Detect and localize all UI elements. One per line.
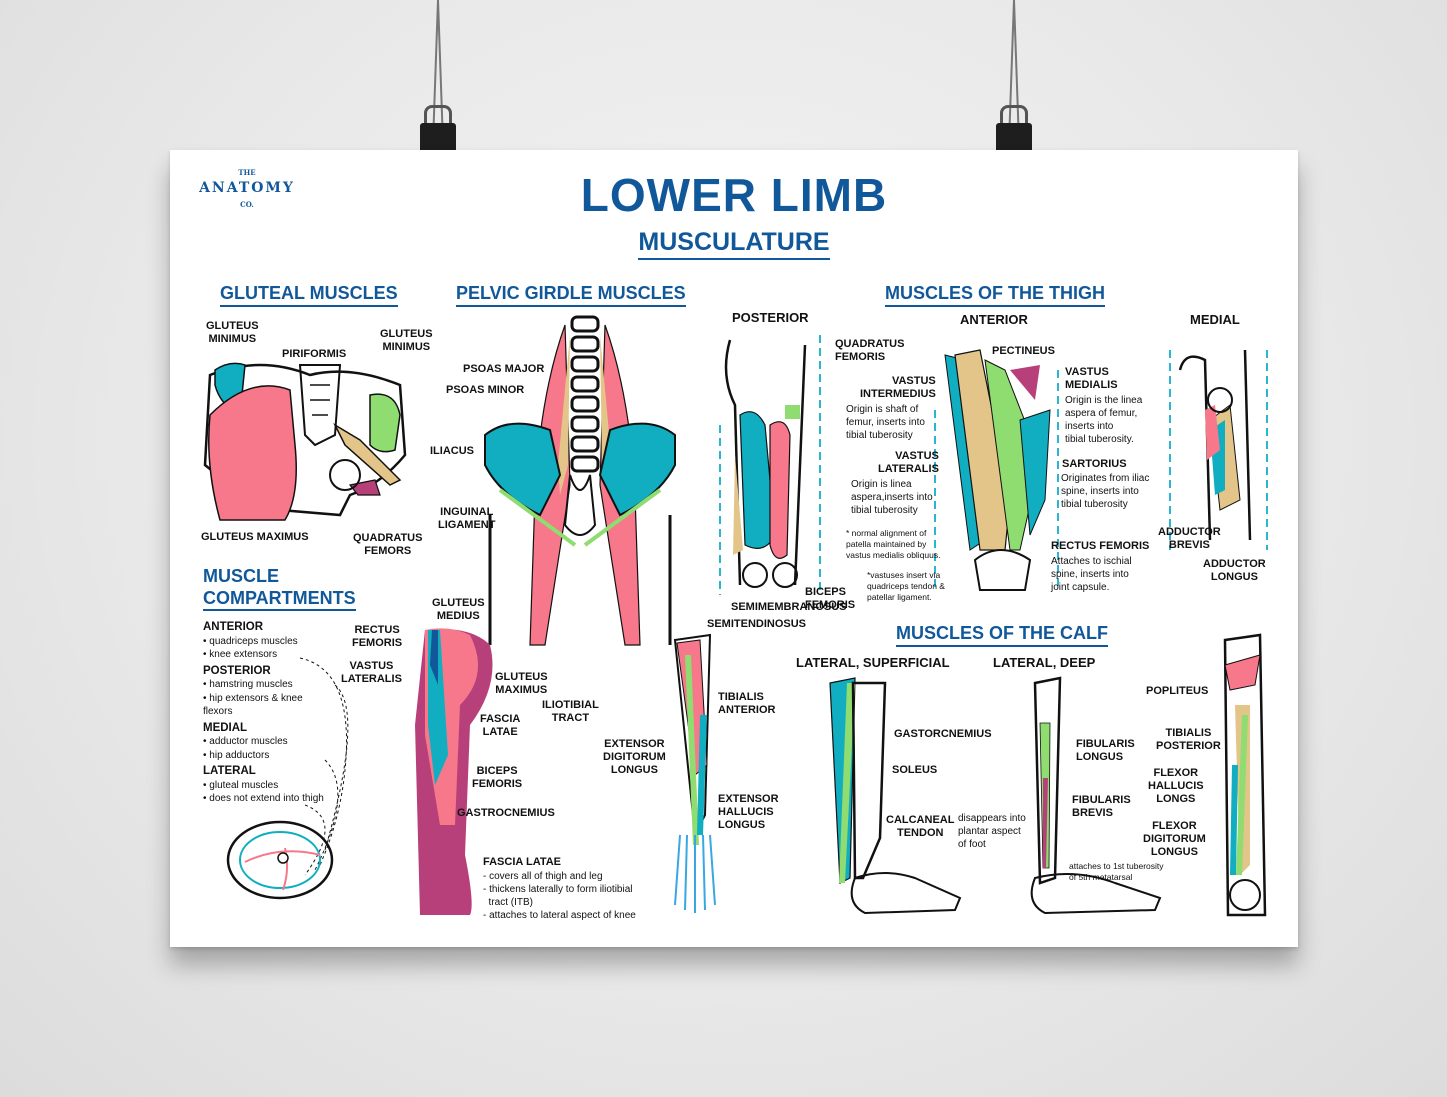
logo-bottom-text: CO. xyxy=(240,200,254,209)
poster: THE ANATOMY CO. LOWER LIMB MUSCULATURE G… xyxy=(170,150,1298,947)
label-biceps-femoris-lat: BICEPS FEMORIS xyxy=(472,765,523,790)
label-quadratus-femoris: QUADRATUS FEMORIS xyxy=(835,338,905,363)
label-fascia-latae: FASCIA LATAE xyxy=(480,713,521,738)
calf-deep-diagram xyxy=(1030,676,1162,915)
note-vastus-medialis: Origin is the linea aspera of femur, ins… xyxy=(1065,395,1143,445)
poster-title: LOWER LIMB xyxy=(580,169,888,221)
label-flexor-hallucis-longs: FLEXOR HALLUCIS LONGS xyxy=(1148,767,1204,805)
thigh-view-posterior: POSTERIOR xyxy=(732,310,809,325)
label-vastus-intermedius: VASTUS INTERMEDIUS xyxy=(860,375,936,400)
compartment-item: • does not extend into thigh xyxy=(203,793,324,804)
note-vastus-lateralis: Origin is linea aspera,inserts into tibi… xyxy=(851,479,933,516)
thigh-posterior-diagram xyxy=(719,335,821,595)
label-fibularis-longus: FIBULARIS LONGUS xyxy=(1076,738,1135,763)
label-vastus-medialis: VASTUS MEDIALIS xyxy=(1065,366,1118,391)
label-extensor-hallucis-longus: EXTENSOR HALLUCIS LONGUS xyxy=(718,793,779,831)
pelvic-heading: PELVIC GIRDLE MUSCLES xyxy=(456,283,686,307)
anatomy-co-logo: THE ANATOMY CO. xyxy=(192,168,302,218)
compartment-item: flexors xyxy=(203,706,233,717)
compartment-item: • hip extensors & knee xyxy=(203,692,303,704)
compartment-item: • knee extensors xyxy=(203,649,278,660)
label-gluteus-minimus-right: GLUTEUS MINIMUS xyxy=(380,328,433,353)
compartment-posterior: POSTERIOR xyxy=(203,664,271,677)
label-gastrocnemius-lat: GASTROCNEMIUS xyxy=(457,807,555,819)
label-piriformis: PIRIFORMIS xyxy=(282,348,347,360)
label-semimembranosus: SEMIMEMBRANOSUS xyxy=(731,601,847,613)
note-vastuses-insert: *vastuses insert via quadriceps tendon &… xyxy=(867,570,945,602)
compartment-lateral: LATERAL xyxy=(203,765,256,777)
label-psoas-major: PSOAS MAJOR xyxy=(463,363,545,375)
thigh-anterior-diagram xyxy=(934,349,1059,591)
label-tibialis-posterior: TIBIALIS POSTERIOR xyxy=(1156,727,1221,752)
calf-posterior-diagram xyxy=(1223,633,1267,917)
compartment-cross-section xyxy=(226,657,349,900)
compartment-anterior: ANTERIOR xyxy=(203,621,264,633)
logo-top-text: THE xyxy=(238,168,256,177)
compartments-heading: MUSCLE COMPARTMENTS xyxy=(203,565,356,611)
label-calcaneal-tendon: CALCANEAL TENDON xyxy=(886,814,955,839)
fascia-latae-heading: FASCIA LATAE xyxy=(483,856,562,868)
thigh-view-anterior: ANTERIOR xyxy=(960,312,1028,327)
gluteal-heading: GLUTEAL MUSCLES xyxy=(220,283,398,307)
compartment-item: • gluteal muscles xyxy=(203,779,279,791)
label-adductor-brevis: ADDUCTOR BREVIS xyxy=(1158,526,1221,551)
label-tibialis-anterior: TIBIALIS ANTERIOR xyxy=(718,691,776,716)
thigh-medial-diagram xyxy=(1169,349,1268,550)
note-plantar-aspect: disappears into plantar aspect of foot xyxy=(958,813,1026,850)
label-gluteus-maximus-lat: GLUTEUS MAXIMUS xyxy=(495,671,548,696)
label-pectineus: PECTINEUS xyxy=(992,345,1055,357)
compartment-item: • quadriceps muscles xyxy=(203,635,298,647)
thigh-heading: MUSCLES OF THE THIGH xyxy=(885,283,1105,307)
compartment-item: • adductor muscles xyxy=(203,736,288,747)
label-sartorius: SARTORIUS xyxy=(1062,458,1127,470)
label-iliacus: ILIACUS xyxy=(430,445,474,457)
label-rectus-femoris-ant: RECTUS FEMORIS xyxy=(1051,540,1150,552)
gluteal-diagram xyxy=(203,362,407,521)
label-iliotibial-tract: ILIOTIBIAL TRACT xyxy=(542,699,599,724)
note-tuberosity: attaches to 1st tuberosity of 5th metata… xyxy=(1069,861,1164,882)
anterior-leg-diagram xyxy=(673,633,716,913)
compartments-list: ANTERIOR • quadriceps muscles • knee ext… xyxy=(203,618,353,806)
label-quadratus-femors: QUADRATUS FEMORS xyxy=(353,532,423,557)
label-fibularis-brevis: FIBULARIS BREVIS xyxy=(1072,794,1131,819)
label-biceps-femoris-post: BICEPS FEMORIS xyxy=(805,586,856,611)
compartments-heading-line1: MUSCLE xyxy=(203,566,279,586)
compartments-heading-line2: COMPARTMENTS xyxy=(203,587,356,611)
poster-subtitle-text: MUSCULATURE xyxy=(638,228,830,260)
label-vastus-lateralis-lat: VASTUS LATERALIS xyxy=(341,660,402,685)
calf-heading: MUSCLES OF THE CALF xyxy=(896,623,1108,647)
label-flexor-digitorum-longus: FLEXOR DIGITORUM LONGUS xyxy=(1143,820,1206,858)
note-patella-alignment: * normal alignment of patella maintained… xyxy=(846,528,941,560)
label-soleus: SOLEUS xyxy=(892,764,938,776)
label-gastorcnemius: GASTORCNEMIUS xyxy=(894,728,992,740)
lateral-leg-diagram xyxy=(415,628,493,915)
label-gluteus-minimus-left: GLUTEUS MINIMUS xyxy=(206,320,259,345)
label-psoas-minor: PSOAS MINOR xyxy=(446,384,525,396)
thigh-view-medial: MEDIAL xyxy=(1190,312,1240,327)
label-adductor-longus: ADDUCTOR LONGUS xyxy=(1203,558,1266,583)
compartment-item: • hip adductors xyxy=(203,749,270,761)
calf-view-deep: LATERAL, DEEP xyxy=(993,655,1096,670)
logo-main-text: ANATOMY xyxy=(199,180,295,196)
calf-superficial-diagram xyxy=(829,677,962,915)
label-gluteus-medius: GLUTEUS MEDIUS xyxy=(432,597,485,622)
label-popliteus: POPLITEUS xyxy=(1146,685,1209,697)
compartment-item: • hamstring muscles xyxy=(203,679,293,690)
label-vastus-lateralis: VASTUS LATERALIS xyxy=(878,450,939,475)
label-gluteus-maximus: GLUTEUS MAXIMUS xyxy=(201,531,309,543)
pelvic-diagram xyxy=(484,315,676,646)
label-rectus-femoris-lat: RECTUS FEMORIS xyxy=(352,624,403,649)
poster-subtitle: MUSCULATURE xyxy=(170,228,1298,260)
note-rectus-femoris: Attaches to ischial spine, inserts into … xyxy=(1051,556,1132,593)
fascia-latae-notes: - covers all of thigh and leg - thickens… xyxy=(483,871,636,921)
note-sartorius: Originates from iliac spine, inserts int… xyxy=(1061,473,1150,510)
note-vastus-intermedius: Origin is shaft of femur, inserts into t… xyxy=(846,404,925,441)
label-extensor-digitorum-longus: EXTENSOR DIGITORUM LONGUS xyxy=(603,738,666,776)
calf-view-superficial: LATERAL, SUPERFICIAL xyxy=(796,655,950,670)
label-inguinal-ligament: INGUINAL LIGAMENT xyxy=(438,506,496,531)
label-semitendinosus: SEMITENDINOSUS xyxy=(707,618,807,630)
compartment-medial: MEDIAL xyxy=(203,721,248,734)
